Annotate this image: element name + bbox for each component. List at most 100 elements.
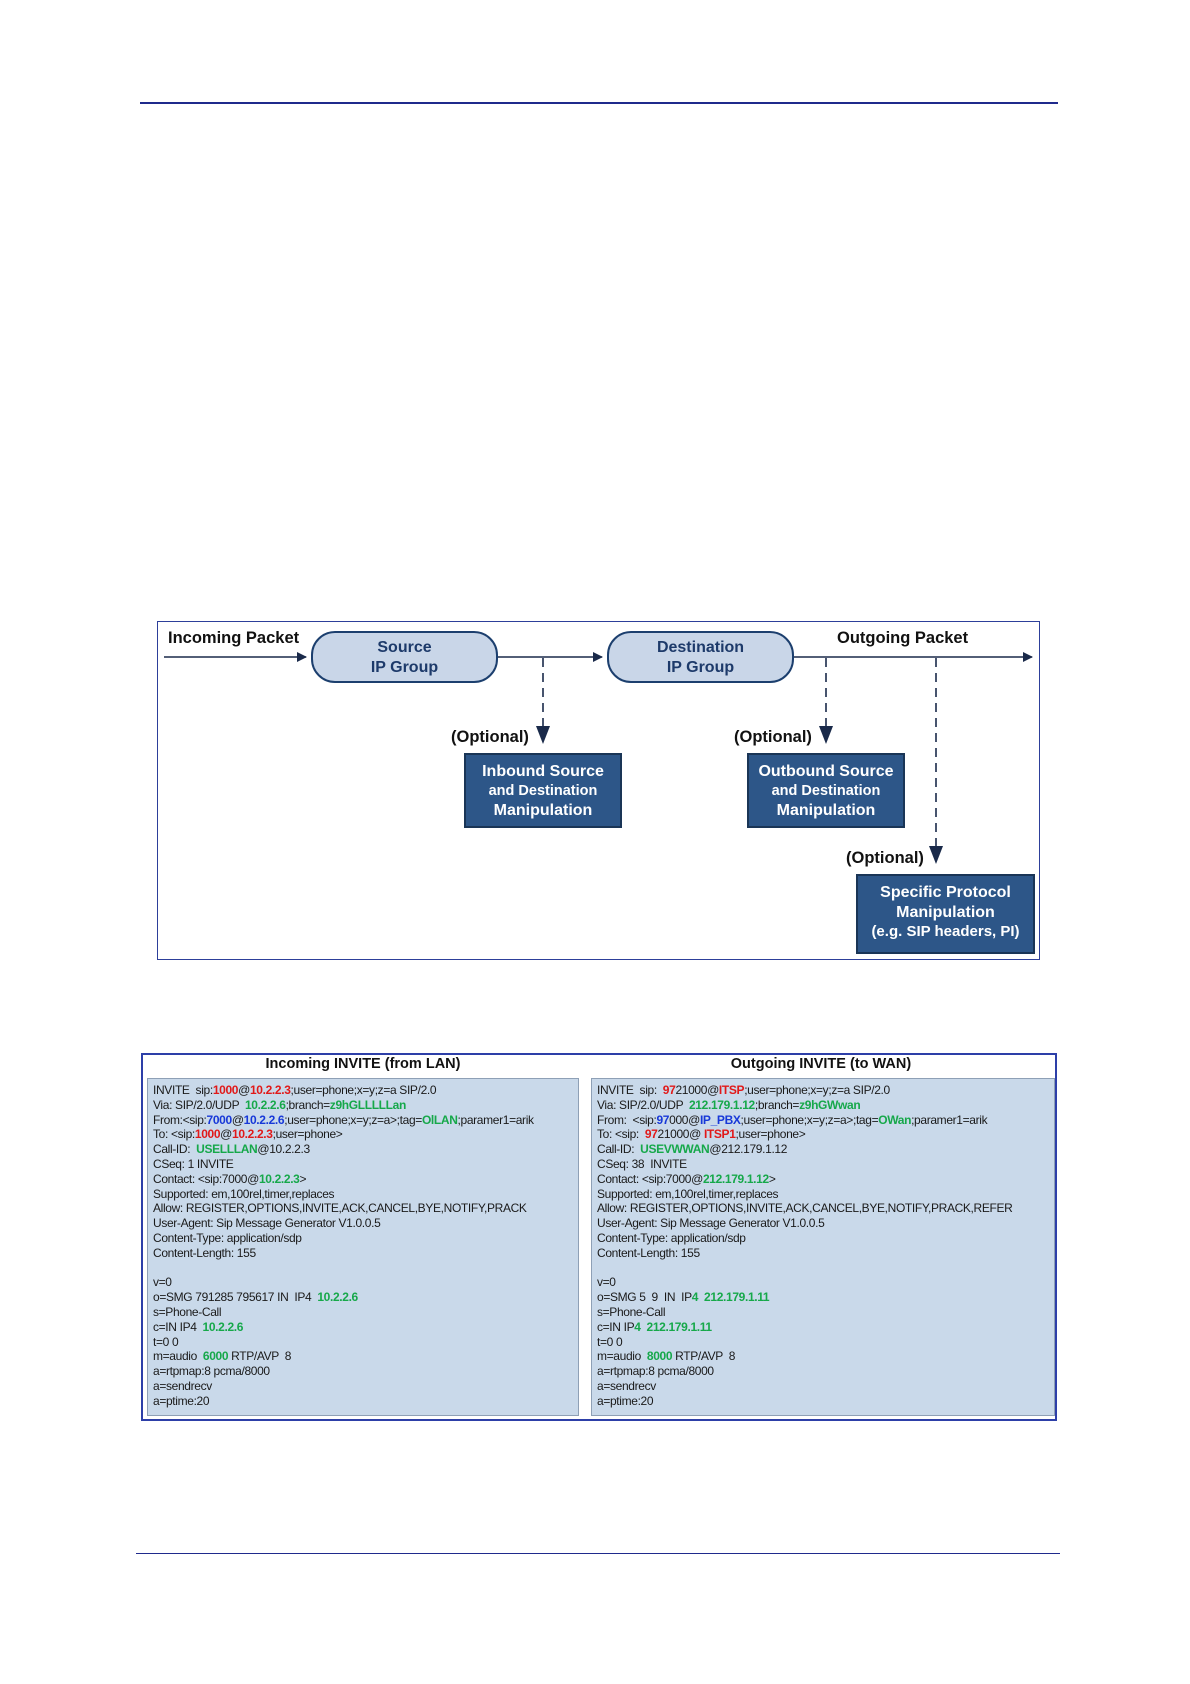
incoming-invite-segment: @ xyxy=(220,1127,233,1142)
incoming-invite-segment: c=IN IP4 xyxy=(153,1319,203,1334)
incoming-invite-segment: INVITE sip: xyxy=(153,1083,213,1097)
inbound-box-line1: Inbound Source xyxy=(482,763,604,780)
outgoing-invite-segment: User-Agent: Sip Message Generator V1.0.0… xyxy=(597,1216,825,1231)
outgoing-invite-segment: Contact: <sip:7000@ xyxy=(597,1171,703,1186)
incoming-invite-segment: z9hGLLLLLan xyxy=(329,1097,407,1112)
incoming-invite-segment: ;user=phone;x=y;z=a>;tag= xyxy=(284,1112,422,1127)
outgoing-invite-line: INVITE sip: 9721000@ITSP;user=phone;x=y;… xyxy=(597,1083,1049,1098)
outgoing-invite-line: Via: SIP/2.0/UDP 212.179.1.12;branch=z9h… xyxy=(597,1098,1049,1113)
outgoing-invite-line: Supported: em,100rel,timer,replaces xyxy=(597,1187,1049,1202)
incoming-invite-line: s=Phone-Call xyxy=(153,1305,573,1320)
incoming-invite-segment: Call-ID: xyxy=(153,1142,197,1157)
outgoing-invite-segment: INVITE sip: xyxy=(597,1083,663,1097)
manipulation-flow-diagram: Incoming Packet Outgoing Packet Source I… xyxy=(157,621,1040,960)
outgoing-invite-segment: > xyxy=(768,1171,776,1186)
protocol-box-line1: Specific Protocol xyxy=(880,884,1011,901)
outgoing-invite-line: a=ptime:20 xyxy=(597,1394,1049,1409)
incoming-invite-line: Supported: em,100rel,timer,replaces xyxy=(153,1187,573,1202)
outgoing-invite-line: Allow: REGISTER,OPTIONS,INVITE,ACK,CANCE… xyxy=(597,1201,1049,1216)
outgoing-invite-segment: Supported: em,100rel,timer,replaces xyxy=(597,1186,779,1201)
incoming-invite-segment: @ xyxy=(231,1112,244,1127)
outbound-box-line1: Outbound Source xyxy=(758,763,894,780)
incoming-invite-title: Incoming INVITE (from LAN) xyxy=(265,1056,461,1072)
outgoing-invite-line: a=sendrecv xyxy=(597,1379,1049,1394)
incoming-invite-line: a=sendrecv xyxy=(153,1379,573,1394)
incoming-invite-segment: Supported: em,100rel,timer,replaces xyxy=(153,1186,335,1201)
incoming-invite-segment: 10.2.2.3 xyxy=(258,1171,300,1186)
incoming-invite-segment: 1000 xyxy=(194,1127,221,1142)
outgoing-invite-line: Contact: <sip:7000@212.179.1.12> xyxy=(597,1172,1049,1187)
incoming-invite-segment: ;user=phone> xyxy=(272,1127,343,1142)
outgoing-invite-segment: s=Phone-Call xyxy=(597,1304,666,1319)
incoming-invite-segment: CSeq: 1 INVITE xyxy=(153,1156,234,1171)
incoming-invite-segment: 10.2.2.6 xyxy=(244,1097,286,1112)
outgoing-invite-segment: Content-Length: 155 xyxy=(597,1245,700,1260)
outbound-box-line2: and Destination xyxy=(771,782,881,799)
arrowhead-inbound xyxy=(536,726,550,744)
incoming-invite-line: Contact: <sip:7000@10.2.2.3> xyxy=(153,1172,573,1187)
outgoing-invite-segment: a=ptime:20 xyxy=(597,1393,654,1408)
footer-rule xyxy=(136,1553,1060,1554)
incoming-invite-line: a=ptime:20 xyxy=(153,1394,573,1409)
incoming-invite-segment: m=audio xyxy=(153,1349,203,1364)
arrowhead-protocol xyxy=(929,846,943,864)
incoming-invite-segment: Content-Length: 155 xyxy=(153,1245,256,1260)
arrowhead-outbound xyxy=(819,726,833,744)
outbound-manipulation-box: Outbound Source and Destination Manipula… xyxy=(747,753,905,828)
outgoing-invite-segment: 212.179.1.12 xyxy=(702,1171,769,1186)
sip-invite-comparison: Incoming INVITE (from LAN) Outgoing INVI… xyxy=(141,1053,1057,1421)
incoming-invite-segment: a=rtpmap:8 pcma/8000 xyxy=(153,1364,270,1379)
outgoing-invite-segment: IP_PBX xyxy=(699,1112,741,1127)
incoming-invite-segment: 10.2.2.3 xyxy=(249,1083,291,1097)
incoming-invite-segment: o=SMG 791285 795617 IN IP4 xyxy=(153,1290,318,1305)
incoming-invite-segment: From:<sip: xyxy=(153,1112,207,1127)
outgoing-invite-segment: ;paramer1=arik xyxy=(911,1112,988,1127)
incoming-invite-segment: 10.2.2.3 xyxy=(232,1127,273,1142)
incoming-invite-segment: 7000 xyxy=(206,1112,233,1127)
flow-connectors xyxy=(164,652,1033,864)
incoming-invite-segment: Contact: <sip:7000@ xyxy=(153,1171,259,1186)
protocol-manipulation-box: Specific Protocol Manipulation (e.g. SIP… xyxy=(856,874,1035,954)
outgoing-invite-line: t=0 0 xyxy=(597,1335,1049,1350)
incoming-invite-line: Call-ID: USELLLAN@10.2.2.3 xyxy=(153,1142,573,1157)
outgoing-packet-label: Outgoing Packet xyxy=(837,629,969,647)
incoming-invite-line: Allow: REGISTER,OPTIONS,INVITE,ACK,CANCE… xyxy=(153,1201,573,1216)
inbound-box-line2: and Destination xyxy=(488,782,598,799)
incoming-invite-segment: Content-Type: application/sdp xyxy=(153,1230,302,1245)
incoming-invite-segment: a=ptime:20 xyxy=(153,1393,210,1408)
incoming-invite-message: INVITE sip:1000@10.2.2.3;user=phone;x=y;… xyxy=(147,1078,579,1416)
outgoing-invite-segment: c=IN IP xyxy=(597,1319,635,1334)
incoming-invite-line: Content-Length: 155 xyxy=(153,1246,573,1261)
outgoing-invite-segment: a=sendrecv xyxy=(597,1378,656,1393)
incoming-invite-segment: User-Agent: Sip Message Generator V1.0.0… xyxy=(153,1216,381,1231)
outgoing-invite-line: m=audio 8000 RTP/AVP 8 xyxy=(597,1349,1049,1364)
incoming-invite-line: a=rtpmap:8 pcma/8000 xyxy=(153,1364,573,1379)
source-ip-group-line1: Source xyxy=(377,639,432,656)
outgoing-invite-title: Outgoing INVITE (to WAN) xyxy=(730,1056,912,1072)
outgoing-invite-line: CSeq: 38 INVITE xyxy=(597,1157,1049,1172)
inbound-manipulation-box: Inbound Source and Destination Manipulat… xyxy=(464,753,622,828)
outgoing-invite-message: INVITE sip: 9721000@ITSP;user=phone;x=y;… xyxy=(591,1078,1055,1416)
outgoing-invite-segment: v=0 xyxy=(597,1275,616,1290)
incoming-invite-segment: @ xyxy=(238,1083,250,1097)
destination-ip-group: Destination IP Group xyxy=(607,631,794,683)
source-ip-group: Source IP Group xyxy=(311,631,498,683)
outgoing-invite-segment: m=audio xyxy=(597,1349,647,1364)
optional-label-inbound: (Optional) xyxy=(451,728,529,746)
outgoing-invite-line: From: <sip:97000@IP_PBX;user=phone;x=y;z… xyxy=(597,1113,1049,1128)
incoming-invite-line: From:<sip:7000@10.2.2.6;user=phone;x=y;z… xyxy=(153,1113,573,1128)
incoming-invite-segment: 10.2.2.6 xyxy=(317,1290,358,1305)
incoming-invite-line: m=audio 6000 RTP/AVP 8 xyxy=(153,1349,573,1364)
incoming-invite-segment: s=Phone-Call xyxy=(153,1304,222,1319)
header-rule xyxy=(140,102,1058,104)
destination-ip-group-line1: Destination xyxy=(656,639,745,656)
outgoing-invite-segment: Call-ID: xyxy=(597,1142,641,1157)
optional-label-protocol: (Optional) xyxy=(846,849,924,867)
protocol-box-line2: Manipulation xyxy=(896,903,995,921)
incoming-invite-line: User-Agent: Sip Message Generator V1.0.0… xyxy=(153,1216,573,1231)
outgoing-invite-segment: 212.179.1.11 xyxy=(640,1319,713,1334)
outgoing-invite-segment: 000@ xyxy=(669,1112,700,1127)
incoming-invite-segment: a=sendrecv xyxy=(153,1378,212,1393)
incoming-invite-line: Content-Type: application/sdp xyxy=(153,1231,573,1246)
incoming-invite-segment: To: <sip: xyxy=(153,1127,195,1142)
